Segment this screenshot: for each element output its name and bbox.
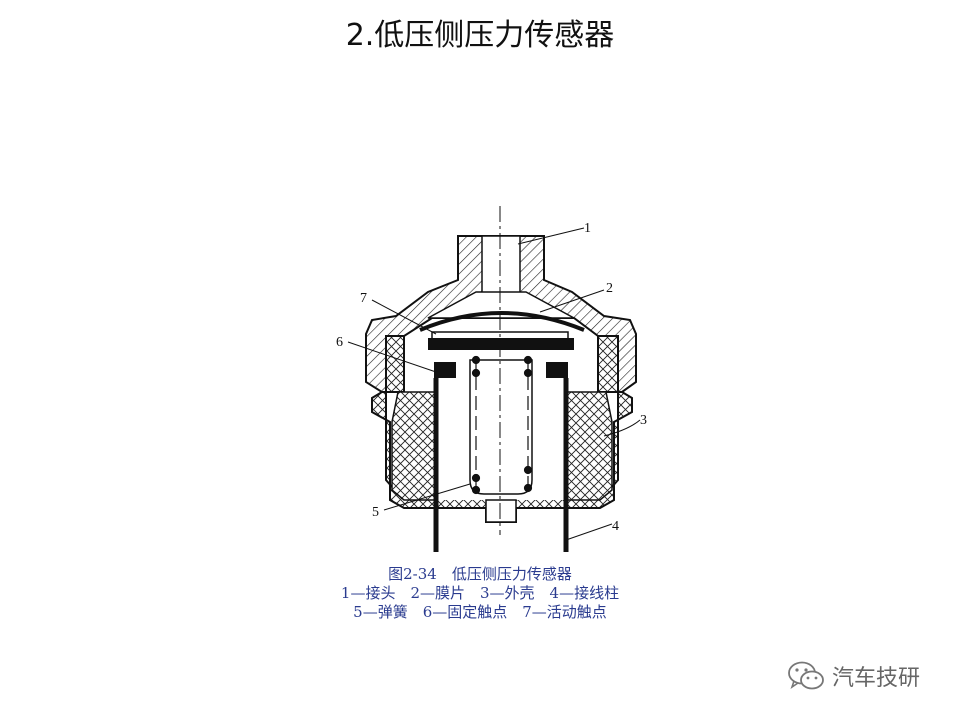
fixed-contact-right <box>546 362 568 378</box>
bottom-nub <box>485 499 517 523</box>
diaphragm <box>419 311 585 332</box>
wechat-icon <box>788 661 824 690</box>
watermark: 汽车技研 <box>786 658 920 694</box>
pressure-sensor-diagram: 1 2 3 4 5 6 7 <box>336 206 647 552</box>
part-label-7: 7 <box>360 291 367 306</box>
watermark-text: 汽车技研 <box>832 666 921 691</box>
diaphragm-chamber <box>427 291 575 319</box>
spring-cavity <box>469 359 533 495</box>
part-label-2: 2 <box>606 281 613 296</box>
housing-lower <box>391 391 437 501</box>
fitting-bore <box>481 235 521 297</box>
part-label-5: 5 <box>372 505 379 520</box>
part-label-4: 4 <box>612 519 619 534</box>
fixed-contact-left <box>434 362 456 378</box>
slide-title: 2.低压侧压力传感器 <box>345 18 615 53</box>
figure-caption-legend-2: 5—弹簧 6—固定触点 7—活动触点 <box>353 603 607 621</box>
figure-caption-legend-1: 1—接头 2—膜片 3—外壳 4—接线柱 <box>340 584 620 602</box>
leader-lines <box>347 227 641 541</box>
part-label-1: 1 <box>584 221 591 236</box>
figure-caption-title: 图2-34 低压侧压力传感器 <box>388 565 572 583</box>
moving-contact <box>428 338 574 350</box>
part-label-6: 6 <box>336 335 343 350</box>
housing-lower-right <box>565 391 613 501</box>
spring <box>471 355 533 495</box>
part-label-3: 3 <box>640 413 647 428</box>
